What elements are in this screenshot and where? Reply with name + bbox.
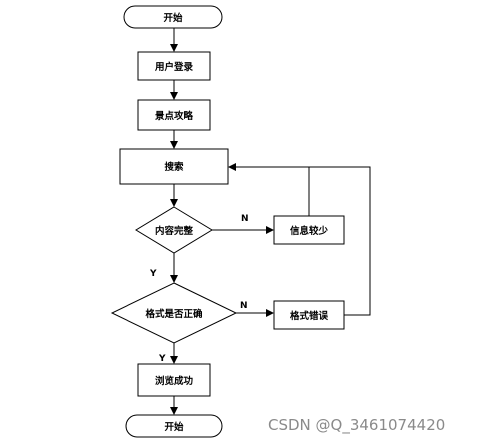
info-less-label: 信息较少: [290, 225, 329, 237]
format-check-label: 格式是否正确: [145, 308, 202, 320]
end-label: 开始: [164, 421, 184, 433]
start-terminal: [123, 5, 223, 29]
login-label: 用户登录: [154, 61, 194, 73]
guide-label: 景点攻略: [154, 110, 194, 122]
login-box: [137, 51, 211, 81]
start-label: 开始: [163, 12, 183, 24]
format-no-label: N: [240, 301, 248, 311]
info-less-box: [273, 215, 345, 245]
edge-formaterror-search: [228, 163, 371, 316]
browse-success-label: 浏览成功: [155, 375, 194, 387]
browse-success-box: [137, 363, 211, 397]
content-no-label: N: [241, 214, 249, 224]
content-check-label: 内容完整: [155, 225, 194, 237]
format-error-box: [273, 300, 345, 330]
end-terminal: [125, 414, 223, 438]
watermark: CSDN @Q_3461074420: [268, 416, 446, 434]
search-label: 搜索: [164, 161, 184, 173]
format-error-label: 格式错误: [290, 310, 329, 322]
format-yes-label: Y: [158, 354, 166, 364]
content-yes-label: Y: [149, 269, 157, 279]
